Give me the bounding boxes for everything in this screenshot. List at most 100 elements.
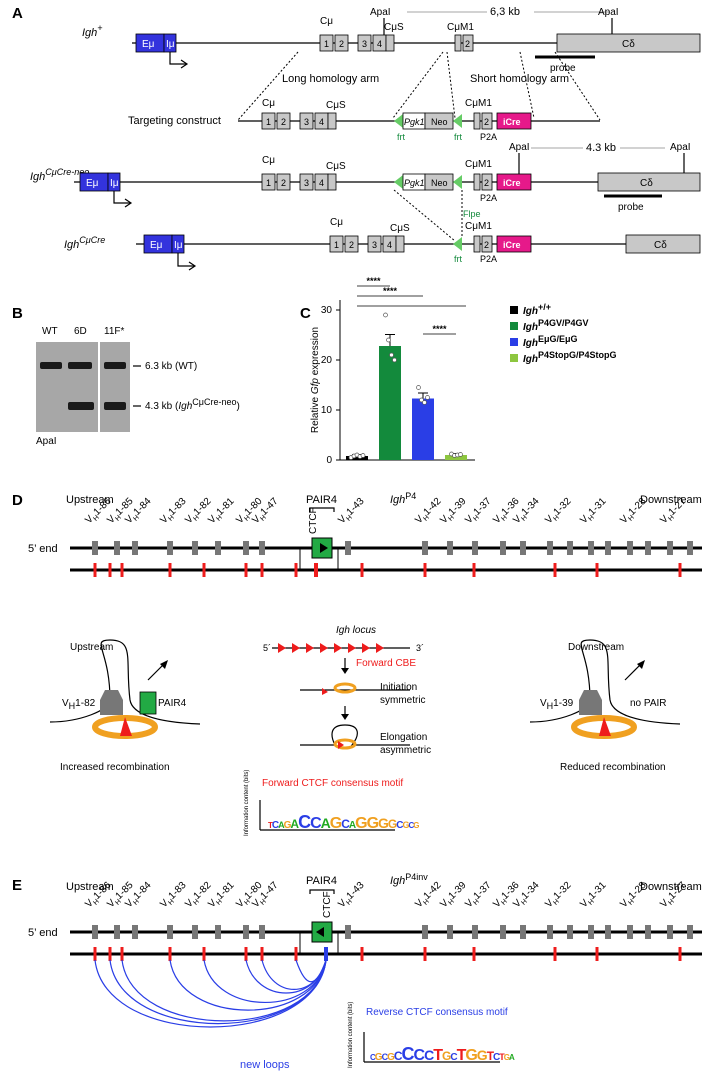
vh-gene-box: [447, 541, 453, 555]
cbe-forward: [553, 947, 557, 961]
svg-text:Cμ: Cμ: [262, 155, 275, 166]
svg-text:Upstream: Upstream: [70, 642, 113, 653]
motif-letter: G: [375, 1052, 383, 1063]
svg-text:Cμ: Cμ: [330, 217, 343, 228]
cbe-forward: [93, 947, 97, 961]
svg-text:Short homology arm: Short homology arm: [470, 73, 569, 85]
svg-text:3: 3: [362, 39, 367, 49]
svg-text:CμS: CμS: [390, 223, 410, 234]
vh-gene-label: VH1-31: [578, 496, 610, 528]
pair4-arrow: [316, 927, 324, 937]
svg-text:frt: frt: [454, 132, 462, 142]
cbe-forward: [472, 563, 476, 577]
igh-p4-locus-track: VH1-86VH1-85VH1-84VH1-83VH1-82VH1-81VH1-…: [28, 496, 702, 577]
y-tick-label: 20: [321, 355, 333, 366]
svg-text:Neo: Neo: [431, 117, 448, 127]
svg-text:Increased recombination: Increased recombination: [60, 762, 170, 773]
band-mut-lane3: [104, 402, 126, 410]
svg-text:Iμ: Iμ: [174, 240, 183, 251]
vh-gene-box: [215, 541, 221, 555]
y-axis-label: Relative Gfp expression: [310, 327, 321, 433]
southern-blot: WT 6D 11F* 6.3 kb (WT) 4.3 kb (IghCμCre-…: [36, 326, 240, 447]
motif-letter: G: [413, 821, 419, 830]
loop-extrusion-mechanism: Igh locus 5´ 3´ Forward CBE Initiation s…: [263, 625, 431, 756]
cbe-forward: [108, 947, 112, 961]
vh-gene-label: VH1-83: [158, 496, 190, 528]
svg-text:4: 4: [387, 240, 392, 250]
allele-label-igh-plus: Igh+: [82, 23, 103, 39]
svg-text:asymmetric: asymmetric: [380, 745, 431, 756]
cbe-forward: [294, 563, 298, 577]
panel-e-label: E: [12, 877, 22, 894]
vh-gene-box: [192, 541, 198, 555]
cbe-forward: [595, 947, 599, 961]
svg-text:probe: probe: [618, 202, 644, 213]
vh-gene-box: [215, 925, 221, 939]
svg-text:4: 4: [319, 117, 324, 127]
svg-text:CμM1: CμM1: [447, 22, 474, 33]
pair4-cbe: [324, 947, 328, 961]
vh139-segment: [579, 690, 602, 715]
svg-text:Forward CBE: Forward CBE: [356, 658, 416, 669]
svg-text:2: 2: [484, 240, 489, 250]
svg-text:symmetric: symmetric: [380, 695, 426, 706]
data-point: [416, 385, 421, 390]
svg-text:3: 3: [304, 178, 309, 188]
svg-text:Cμ: Cμ: [262, 98, 275, 109]
pair4-cbe: [314, 563, 318, 577]
motif-letter: C: [414, 1047, 426, 1064]
svg-text:Targeting construct: Targeting construct: [128, 115, 221, 127]
cbe-forward: [360, 947, 364, 961]
y-tick-label: 0: [326, 455, 332, 466]
motif-letter: C: [370, 1053, 376, 1062]
loop-arc: [169, 959, 327, 1011]
vh-gene-box: [114, 541, 120, 555]
vh-gene-box: [645, 925, 651, 939]
legend-swatch: [510, 306, 518, 314]
cbe-forward: [93, 563, 97, 577]
cmus-exon: [385, 34, 395, 52]
vh-gene-box: [667, 925, 673, 939]
motif-letter: G: [378, 815, 389, 831]
pair4-box: [139, 691, 157, 715]
svg-text:Downstream: Downstream: [568, 642, 624, 653]
vh-gene-box: [588, 925, 594, 939]
vh-gene-box: [243, 541, 249, 555]
cbe-forward: [423, 947, 427, 961]
svg-text:IghCμCre-neo: IghCμCre-neo: [30, 167, 89, 183]
motif-letter: G: [465, 1047, 477, 1064]
panel-a-label: A: [12, 5, 23, 22]
svg-text:VH1-39: VH1-39: [540, 698, 574, 711]
vh-gene-box: [627, 925, 633, 939]
svg-text:Downstream: Downstream: [640, 881, 702, 893]
motif-letter: C: [394, 1049, 403, 1063]
significance-label: ****: [366, 276, 381, 286]
motif-letter: T: [268, 821, 273, 830]
igh-p4inv-label: IghP4inv: [390, 872, 428, 887]
svg-text:CμS: CμS: [384, 22, 404, 33]
svg-text:Eμ: Eμ: [86, 178, 99, 189]
band-wt-lane1: [40, 362, 62, 369]
motif-letter: G: [284, 820, 292, 831]
vh-gene-box: [500, 925, 506, 939]
loop-arc: [295, 959, 327, 983]
svg-text:Cδ: Cδ: [640, 178, 653, 189]
vh-gene-label: VH1-43: [336, 496, 368, 528]
frt-site-right: [453, 114, 462, 128]
motif-letter: G: [477, 1047, 488, 1063]
motif-letter: C: [272, 820, 279, 831]
vh-gene-box: [500, 541, 506, 555]
motif-letter: G: [403, 820, 410, 830]
svg-text:Cμ: Cμ: [320, 16, 333, 27]
motif-letter: C: [450, 1052, 457, 1063]
svg-text:ApaI: ApaI: [598, 7, 619, 18]
motif-letter: T: [457, 1047, 467, 1064]
panel-b-label: B: [12, 305, 23, 322]
vh-gene-box: [422, 541, 428, 555]
cbe-forward: [108, 563, 112, 577]
svg-text:iCre: iCre: [503, 240, 521, 250]
svg-text:Pgk1: Pgk1: [404, 178, 425, 188]
vh-gene-box: [259, 925, 265, 939]
svg-text:iCre: iCre: [503, 178, 521, 188]
